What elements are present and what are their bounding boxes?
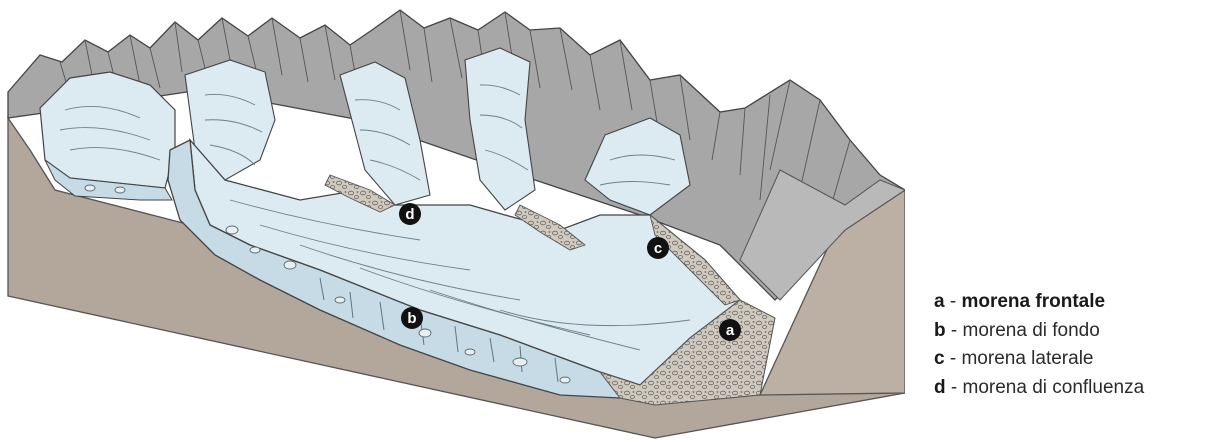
legend-text: morena frontale <box>961 291 1105 312</box>
svg-text:d: d <box>405 206 414 223</box>
legend-separator: - <box>945 348 962 369</box>
legend-text: morena laterale <box>961 348 1093 369</box>
glacier-block-diagram: d c a b <box>0 0 905 442</box>
legend-separator: - <box>946 377 963 398</box>
legend-item-b: b - morena di fondo <box>934 317 1224 346</box>
legend-item-d: d - morena di confluenza <box>934 374 1224 403</box>
legend-separator: - <box>946 320 963 341</box>
marker-c: c <box>647 237 669 259</box>
legend-text: morena di fondo <box>963 320 1100 341</box>
legend-key: a <box>934 291 945 312</box>
legend-text: morena di confluenza <box>963 377 1145 398</box>
legend: a - morena frontale b - morena di fondo … <box>934 288 1224 402</box>
legend-item-a: a - morena frontale <box>934 288 1224 317</box>
svg-text:b: b <box>407 310 416 327</box>
marker-d: d <box>399 203 421 225</box>
svg-text:c: c <box>654 240 662 257</box>
marker-b: b <box>401 307 423 329</box>
legend-key: c <box>934 348 945 369</box>
marker-a: a <box>719 319 741 341</box>
legend-key: b <box>934 320 946 341</box>
tributary-glacier-3 <box>465 48 535 210</box>
legend-separator: - <box>945 291 962 312</box>
legend-item-c: c - morena laterale <box>934 345 1224 374</box>
svg-text:a: a <box>726 322 735 339</box>
legend-key: d <box>934 377 946 398</box>
